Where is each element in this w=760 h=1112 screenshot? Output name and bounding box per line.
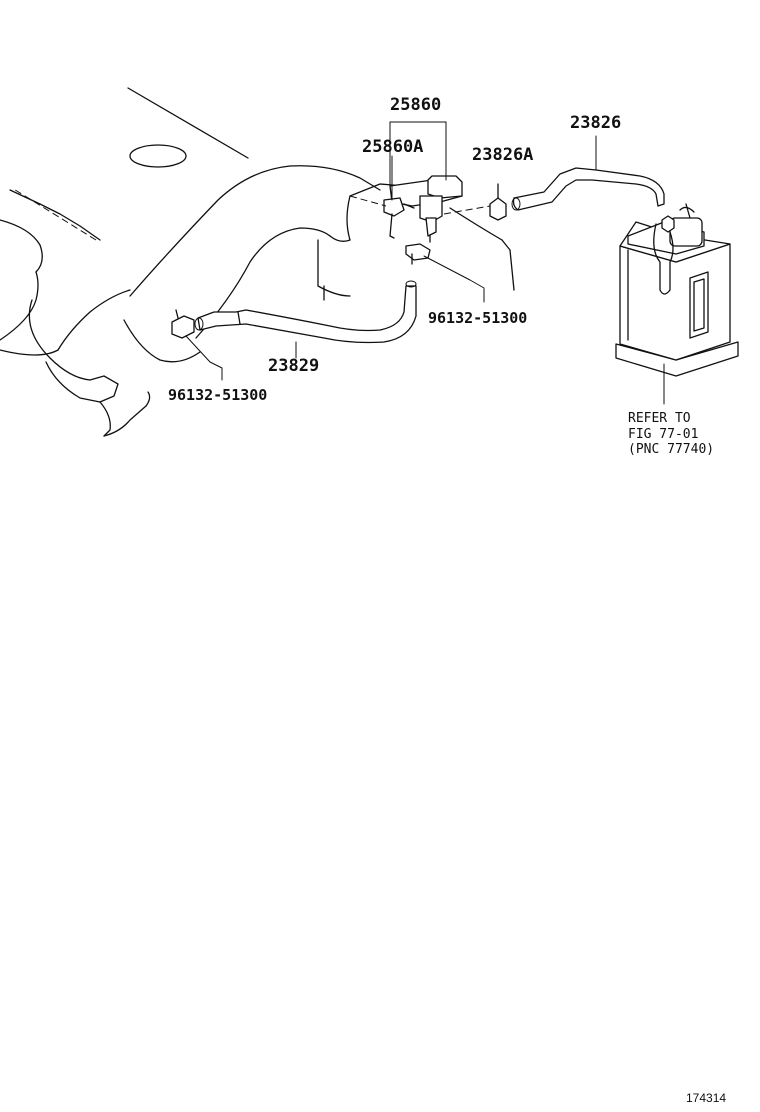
label-25860: 25860: [390, 95, 441, 115]
label-23826a: 23826A: [472, 145, 533, 165]
label-96132-51300-right: 96132-51300: [428, 309, 527, 327]
intake-duct: [129, 165, 405, 339]
fitting-23826a: [489, 183, 507, 221]
charcoal-canister: [615, 203, 739, 377]
clamp-right: [405, 243, 431, 265]
note-line-1: REFER TO: [628, 411, 691, 426]
label-23826: 23826: [570, 113, 621, 133]
vsv-assembly: [349, 175, 491, 243]
note-line-3: (PNC 77740): [628, 442, 714, 457]
engine-body-outline: [0, 87, 249, 437]
body-edge-lines: [449, 207, 515, 291]
clamp-left: [171, 309, 195, 339]
note-line-2: FIG 77-01: [628, 427, 698, 442]
reference-note: REFER TO FIG 77-01 (PNC 77740): [628, 411, 714, 457]
figure-id: 174314: [686, 1091, 726, 1105]
label-96132-51300-left: 96132-51300: [168, 386, 267, 404]
hose-23829: [194, 280, 417, 344]
leader-lines: [185, 121, 665, 405]
label-23829: 23829: [268, 356, 319, 376]
hose-23826: [511, 167, 665, 211]
label-25860a: 25860A: [362, 137, 423, 157]
